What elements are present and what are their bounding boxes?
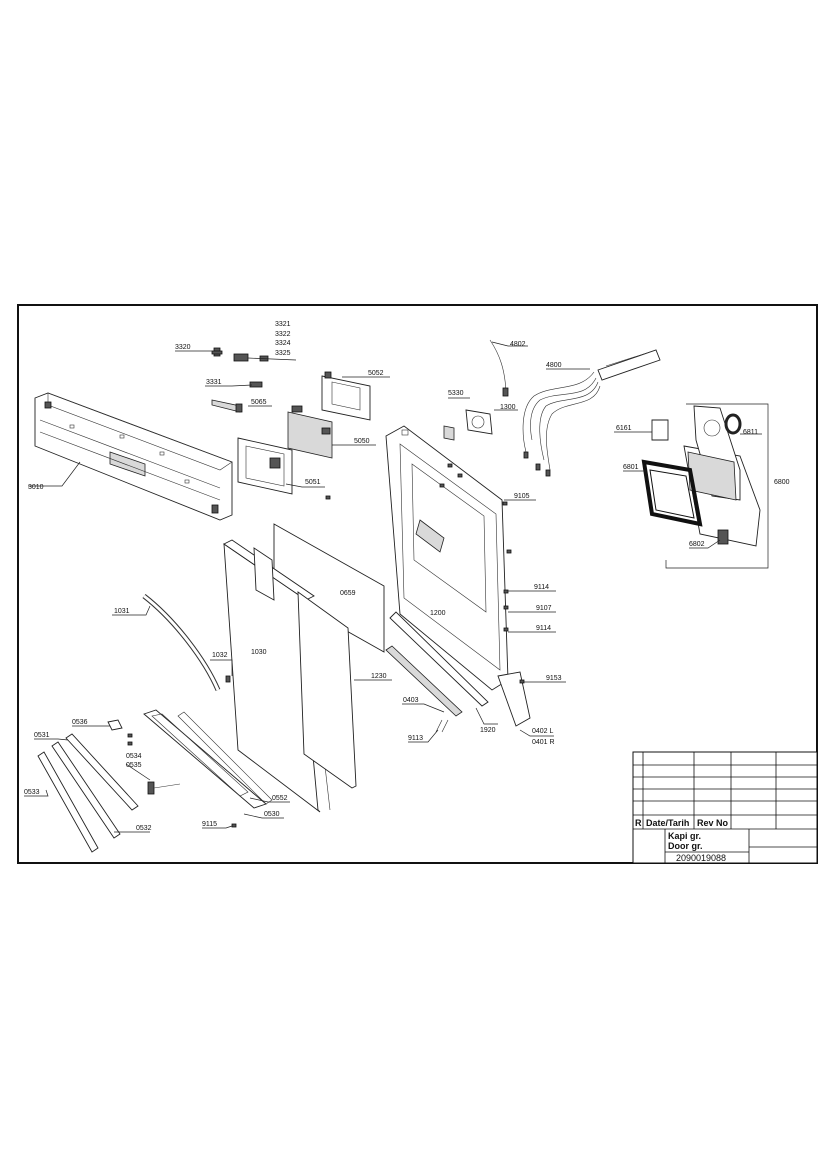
- label-0402L: 0402 L: [532, 728, 554, 735]
- label-3322: 3322: [275, 331, 291, 338]
- board-5051: [237, 437, 293, 495]
- label-4800: 4800: [546, 362, 562, 369]
- label-6800: 6800: [774, 479, 790, 486]
- ring-6811: [724, 413, 742, 435]
- label-5330: 5330: [448, 390, 464, 397]
- trim-0533: [37, 751, 99, 853]
- label-1030: 1030: [251, 649, 267, 656]
- label-9107: 9107: [536, 605, 552, 612]
- board-5050: [287, 405, 333, 459]
- leader-lines: [24, 341, 762, 833]
- label-0552: 0552: [272, 795, 288, 802]
- label-9105: 9105: [514, 493, 530, 500]
- trim-0531: [65, 733, 139, 811]
- dispenser-6800: [665, 403, 769, 569]
- label-5065: 5065: [251, 399, 267, 406]
- insulation-0659: [273, 523, 385, 653]
- label-1230: 1230: [371, 673, 387, 680]
- label-1032: 1032: [212, 652, 228, 659]
- inner-door-1200: [385, 425, 509, 691]
- label-9114b: 9114: [536, 625, 551, 632]
- label-4802: 4802: [510, 341, 526, 348]
- label-0659: 0659: [340, 590, 356, 597]
- label-5052: 5052: [368, 370, 384, 377]
- rev-col-revno: Rev No: [697, 818, 729, 828]
- drawing-name-tr: Kapi gr.: [668, 831, 701, 841]
- lens-5065: [211, 399, 243, 413]
- label-1300: 1300: [500, 404, 516, 411]
- label-1031: 1031: [114, 608, 130, 615]
- drawing-name-en: Door gr.: [668, 841, 703, 851]
- buttons-3321: [233, 353, 269, 362]
- cable-4802: [489, 339, 507, 393]
- hose-1031: [142, 594, 221, 691]
- label-9153: 9153: [546, 675, 562, 682]
- clip-9113: [435, 719, 449, 733]
- label-9113: 9113: [408, 735, 423, 742]
- gasket-6801: [641, 459, 703, 527]
- label-0530: 0530: [264, 811, 280, 818]
- label-6161: 6161: [616, 425, 632, 432]
- trim-0532: [51, 741, 121, 839]
- drawing-number: 2090019088: [676, 853, 726, 863]
- label-0536: 0536: [72, 719, 88, 726]
- label-0531: 0531: [34, 732, 50, 739]
- rev-col-date: Date/Tarih: [646, 818, 689, 828]
- label-0533: 0533: [24, 789, 40, 796]
- label-5051: 5051: [305, 479, 321, 486]
- clip-0536: [107, 719, 123, 731]
- side-panel-1230: [253, 547, 357, 789]
- label-3331: 3331: [206, 379, 222, 386]
- hinge-0402: [497, 671, 531, 727]
- label-1920: 1920: [480, 727, 496, 734]
- label-0403: 0403: [403, 697, 419, 704]
- label-5050: 5050: [354, 438, 370, 445]
- label-3010: 3010: [28, 484, 44, 491]
- control-panel-3010: [34, 392, 233, 521]
- holder-0534: [147, 781, 181, 795]
- strip-0552: [177, 711, 273, 805]
- pin-1032: [225, 675, 231, 683]
- label-0532: 0532: [136, 825, 152, 832]
- label-3325: 3325: [275, 350, 291, 357]
- label-0535: 0535: [126, 762, 142, 769]
- screws: [127, 463, 525, 828]
- harness-4800: [522, 349, 661, 477]
- strip-0403: [385, 645, 463, 717]
- cover-6161: [651, 419, 669, 441]
- label-6811: 6811: [743, 429, 758, 436]
- label-0534: 0534: [126, 753, 142, 760]
- label-3324: 3324: [275, 340, 291, 347]
- seal-1920: [389, 611, 489, 707]
- drawing-frame: [17, 304, 818, 864]
- title-block: R Date/Tarih Rev No Kapi gr. Door gr. 20…: [632, 751, 818, 864]
- bracket-5052: [321, 371, 371, 421]
- label-6801: 6801: [623, 464, 639, 471]
- knob-3320: [211, 347, 223, 357]
- label-3320: 3320: [175, 344, 191, 351]
- label-6802: 6802: [689, 541, 705, 548]
- label-9115: 9115: [202, 821, 217, 828]
- label-1200: 1200: [430, 610, 446, 617]
- rev-col-r: R: [635, 818, 642, 828]
- label-0401R: 0401 R: [532, 739, 555, 746]
- latch-5330: [443, 409, 493, 441]
- label-9114a: 9114: [534, 584, 549, 591]
- button-3331: [249, 381, 263, 388]
- label-3321: 3321: [275, 321, 291, 328]
